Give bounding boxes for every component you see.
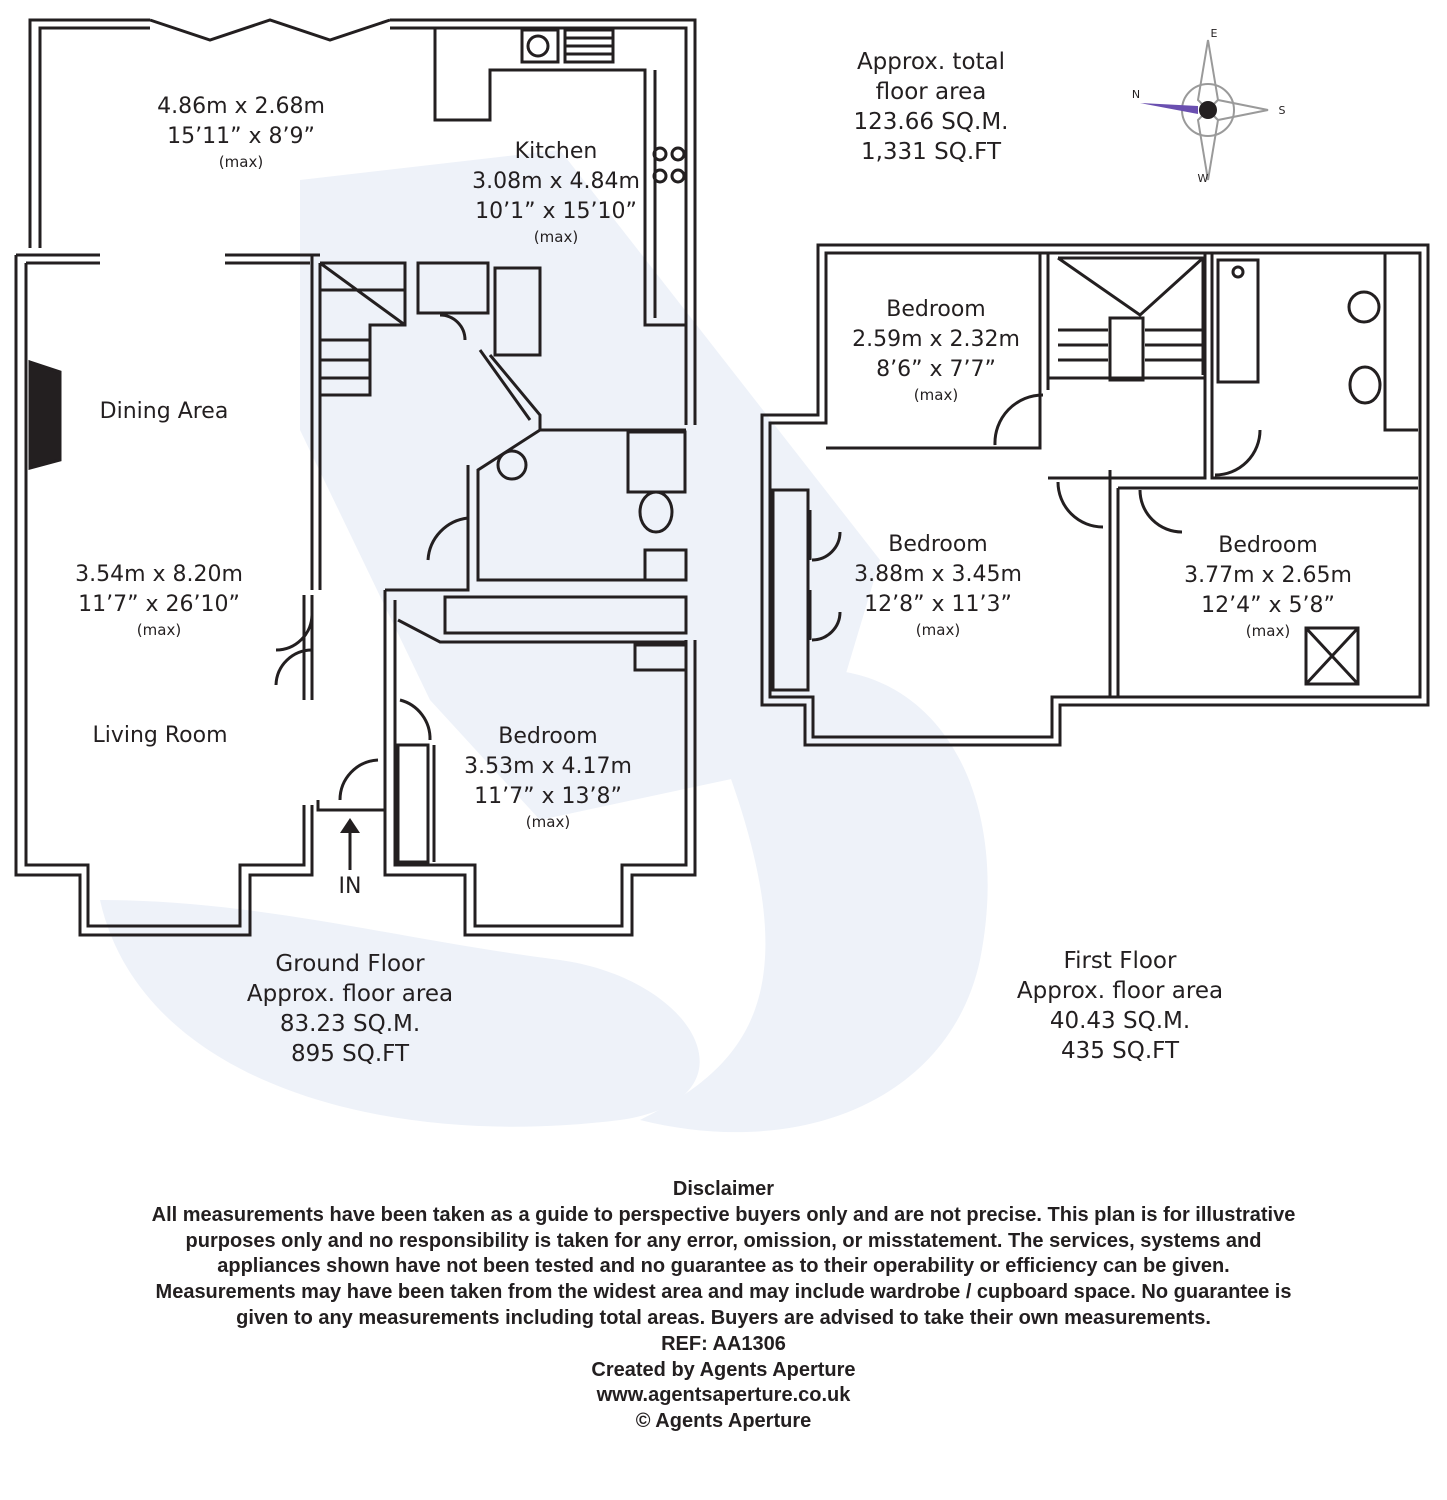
- copyright-notice: © Agents Aperture: [635, 1410, 812, 1433]
- room-name: Bedroom: [886, 297, 986, 322]
- room-name: Bedroom: [888, 532, 988, 557]
- room-name: Bedroom: [1218, 533, 1318, 558]
- compass-east-label: E: [1210, 27, 1218, 40]
- room-metric: 2.59m x 2.32m: [852, 327, 1020, 352]
- ground-floor-caption: Ground Floor Approx. floor area 83.23 SQ…: [247, 949, 453, 1069]
- room-name: Bedroom: [498, 724, 598, 749]
- website-link[interactable]: www.agentsaperture.co.uk: [596, 1384, 851, 1407]
- floor-area-sqft: 895 SQ.FT: [290, 1041, 410, 1067]
- compass-west-label: W: [1197, 172, 1209, 185]
- first-floor-walls: [760, 243, 1430, 747]
- disclaimer-body: All measurements have been taken as a gu…: [151, 1203, 1296, 1329]
- total-area-line1: Approx. total: [856, 49, 1006, 75]
- total-area-sqft: 1,331 SQ.FT: [860, 139, 1002, 165]
- creator-credit: Created by Agents Aperture: [591, 1358, 856, 1381]
- total-area-sqm: 123.66 SQ.M.: [853, 109, 1009, 135]
- total-area-label: Approx. total floor area 123.66 SQ.M. 1,…: [854, 47, 1009, 167]
- room-imperial: 12’4” x 5’8”: [1201, 593, 1335, 618]
- first-floor-caption: First Floor Approx. floor area 40.43 SQ.…: [1017, 946, 1223, 1066]
- floor-title: First Floor: [1063, 948, 1177, 974]
- room-label-extension: 4.86m x 2.68m 15’11” x 8’9” (max): [157, 92, 325, 172]
- floor-title: Ground Floor: [275, 951, 425, 977]
- floor-area-sqft: 435 SQ.FT: [1060, 1038, 1180, 1064]
- room-label-living-dims: 3.54m x 8.20m 11’7” x 26’10” (max): [75, 560, 243, 640]
- room-imperial: 8’6” x 7’7”: [876, 357, 996, 382]
- compass-north-label: N: [1131, 88, 1141, 101]
- room-name: Living Room: [92, 723, 228, 748]
- room-max-note: (max): [136, 621, 182, 639]
- room-label-living: Living Room: [92, 721, 227, 751]
- room-imperial: 11’7” x 13’8”: [474, 784, 622, 809]
- room-max-note: (max): [913, 386, 959, 404]
- room-label-kitchen: Kitchen 3.08m x 4.84m 10’1” x 15’10” (ma…: [472, 137, 640, 247]
- room-name: Dining Area: [99, 399, 229, 424]
- room-label-bedroom-large: Bedroom 3.88m x 3.45m 12’8” x 11’3” (max…: [854, 530, 1022, 640]
- room-max-note: (max): [525, 813, 571, 831]
- room-metric: 3.77m x 2.65m: [1184, 563, 1352, 588]
- room-label-dining: Dining Area: [100, 397, 229, 427]
- reference-code: REF: AA1306: [661, 1332, 786, 1355]
- floor-area-sqm: 83.23 SQ.M.: [279, 1011, 421, 1037]
- entrance-arrow: [340, 818, 360, 870]
- floor-area-label: Approx. floor area: [1016, 978, 1224, 1004]
- room-max-note: (max): [218, 153, 264, 171]
- room-label-bedroom-right: Bedroom 3.77m x 2.65m 12’4” x 5’8” (max): [1184, 531, 1352, 641]
- room-metric: 3.88m x 3.45m: [854, 562, 1022, 587]
- room-max-note: (max): [1245, 622, 1291, 640]
- entrance-label: IN: [338, 874, 362, 899]
- floor-area-sqm: 40.43 SQ.M.: [1049, 1008, 1191, 1034]
- room-label-bedroom-small: Bedroom 2.59m x 2.32m 8’6” x 7’7” (max): [852, 295, 1020, 405]
- floor-area-label: Approx. floor area: [246, 981, 454, 1007]
- compass-south-label: S: [1278, 104, 1286, 117]
- compass-rose: [1140, 39, 1269, 181]
- watermark-logo: [100, 150, 988, 1133]
- room-metric: 3.54m x 8.20m: [75, 562, 243, 587]
- room-label-bedroom-ground: Bedroom 3.53m x 4.17m 11’7” x 13’8” (max…: [464, 722, 632, 832]
- ground-floor-walls: [14, 18, 697, 937]
- room-imperial: 10’1” x 15’10”: [475, 199, 637, 224]
- room-max-note: (max): [915, 621, 961, 639]
- disclaimer-block: Disclaimer All measurements have been ta…: [0, 1177, 1447, 1435]
- room-metric: 3.53m x 4.17m: [464, 754, 632, 779]
- room-imperial: 12’8” x 11’3”: [864, 592, 1012, 617]
- room-imperial: 11’7” x 26’10”: [78, 592, 240, 617]
- total-area-line2: floor area: [875, 79, 987, 105]
- room-imperial: 15’11” x 8’9”: [167, 124, 315, 149]
- room-name: Kitchen: [514, 139, 598, 164]
- room-metric: 3.08m x 4.84m: [472, 169, 640, 194]
- room-metric: 4.86m x 2.68m: [157, 94, 325, 119]
- room-max-note: (max): [533, 228, 579, 246]
- disclaimer-title: Disclaimer: [672, 1178, 775, 1200]
